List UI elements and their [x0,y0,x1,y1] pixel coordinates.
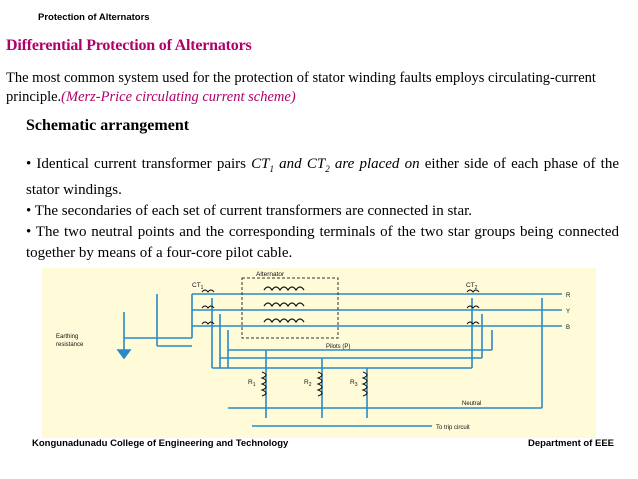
intro-text: The most common system used for the prot… [6,70,596,105]
subheading: Schematic arrangement [26,117,190,134]
relay-r1 [260,371,267,397]
relay-r3 [361,371,368,397]
ct1-label: CT1 [192,282,204,291]
winding-y [263,302,305,308]
phase-r-label: R [566,293,571,299]
bullet-1: • Identical current transformer pairs CT… [26,154,619,201]
ct2-text: and CT [274,156,326,172]
phase-y-label: Y [566,309,570,315]
ct2-sub: 2 [325,164,330,174]
bullet-1-ct1: CT1 and CT2 are placed on [251,156,420,174]
ct2-label: CT2 [466,282,478,291]
earth-symbol [116,349,132,360]
bullet-2: • The secondaries of each set of current… [26,203,473,219]
winding-b [263,318,305,324]
r3-label: R3 [350,379,358,388]
r1-label: R1 [248,379,256,388]
alternator-label: Alternator [256,271,285,278]
intro-italic: (Merz-Price circulating current scheme) [61,89,296,105]
footer-college: Kongunadunadu College of Engineering and… [32,438,289,449]
ct1-coils [201,289,215,325]
pilots-label: Pilots (P) [326,344,350,350]
bullet-list: • Identical current transformer pairs CT… [26,154,619,264]
phase-b-label: B [566,325,570,331]
bullet-1-pre: • Identical current transformer pairs [26,156,252,172]
section-header: Protection of Alternators [38,12,150,23]
earthing-label-2: resistance [56,342,84,348]
slide-title: Differential Protection of Alternators [6,37,252,54]
relay-r2 [316,371,323,397]
r2-label: R2 [304,379,312,388]
ct1-sub: 1 [269,164,275,174]
bullet-1-post: either side of each phase of the stator … [26,156,620,198]
ct2-coils [466,289,480,325]
schematic-diagram: Alternator CT1 CT2 Earthing resistance P… [42,268,596,438]
alternator-box [241,277,339,339]
ct1-text: CT [251,156,270,172]
trip-label: To trip circuit [436,425,470,431]
bullet-3: • The two neutral points and the corresp… [26,224,619,261]
earthing-label-1: Earthing [56,334,78,340]
wiring [123,293,562,427]
neutral-label: Neutral [462,401,481,407]
winding-r [263,286,305,292]
schematic-svg: Alternator CT1 CT2 Earthing resistance P… [56,271,571,431]
bullet-1-mid: are placed on [329,156,420,172]
stator-windings [263,286,305,324]
footer-department: Department of EEE [527,438,614,449]
relay-coils [260,371,368,397]
intro-paragraph: The most common system used for the prot… [6,69,626,107]
